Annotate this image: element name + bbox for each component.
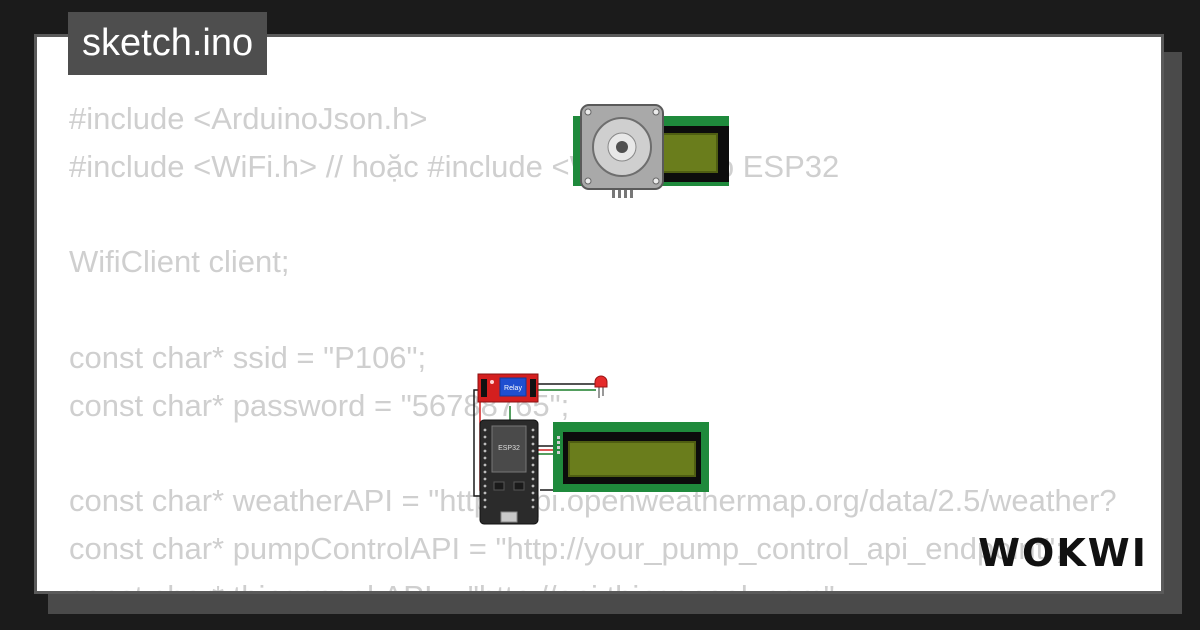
code-line-9: const char* weatherAPI = "http://api.ope…: [69, 483, 1117, 519]
code-line-10: const char* pumpControlAPI = "http://you…: [69, 531, 1064, 567]
relay-label: Relay: [504, 385, 522, 392]
file-tab[interactable]: sketch.ino: [68, 12, 268, 75]
esp32-board[interactable]: ESP32: [479, 419, 539, 525]
stepper-motor[interactable]: [580, 104, 664, 200]
code-line-11: const char* thingspeakAPI = "http://api.…: [69, 573, 1137, 591]
esp32-label: ESP32: [498, 445, 520, 452]
relay-module[interactable]: Relay: [477, 373, 540, 404]
code-line-4: WifiClient client;: [69, 244, 290, 280]
code-preview: #include <ArduinoJson.h>#include <WiFi.h…: [69, 95, 1137, 591]
code-line-1: #include <ArduinoJson.h>: [69, 101, 428, 136]
red-led[interactable]: [594, 375, 608, 398]
code-line-5: [69, 286, 1137, 334]
lcd-display-large[interactable]: [553, 422, 709, 492]
code-line-6: const char* ssid = "P106";: [69, 339, 427, 375]
logo-text: WOKWI: [978, 531, 1148, 575]
wokwi-logo: WOKWI: [978, 531, 1148, 575]
code-line-7: const char* password = "56788765";: [69, 387, 570, 423]
